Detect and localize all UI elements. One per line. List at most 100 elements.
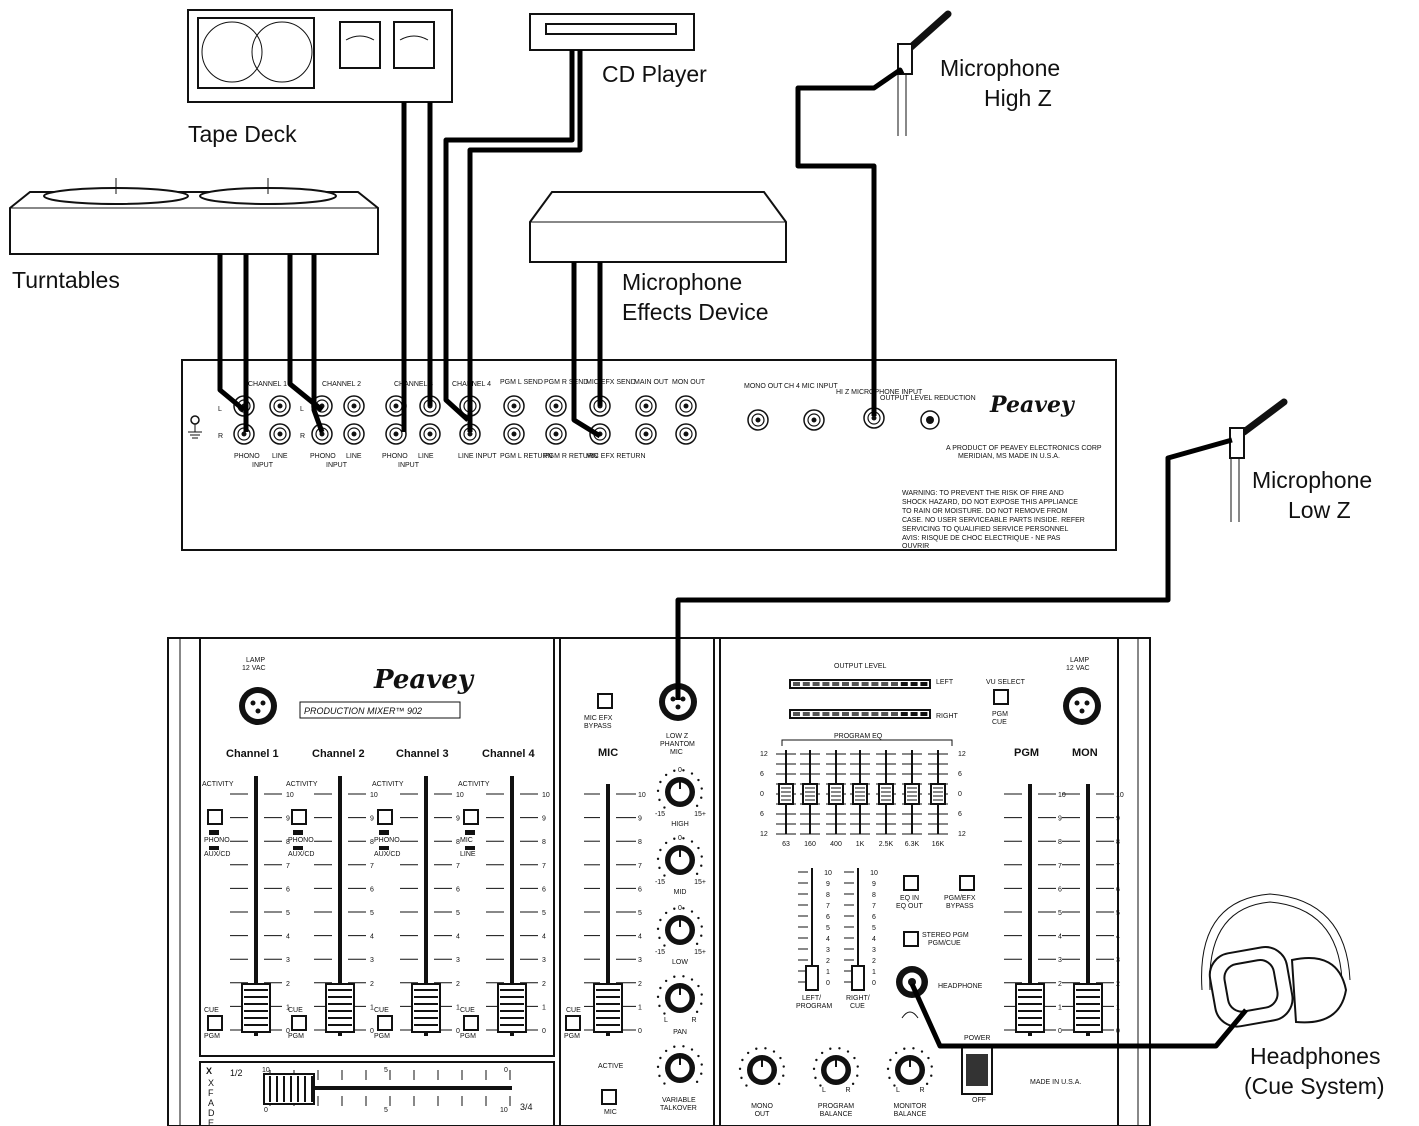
eq-fader-400[interactable] <box>826 750 846 835</box>
pgm-efx-bypass-button[interactable] <box>959 875 975 891</box>
front-panel-labels: LAMP 12 VAC Peavey PRODUCTION MIXER™ 902… <box>206 657 1098 1116</box>
rear-jack-bottom-3[interactable] <box>311 423 333 445</box>
rear-jack-bottom-9[interactable] <box>545 423 567 445</box>
meter-led <box>891 682 898 686</box>
stereo-pgm-button[interactable] <box>903 931 919 947</box>
eq-fader-2.5K[interactable] <box>876 750 896 835</box>
channel-2-fader-knob[interactable] <box>325 983 355 1033</box>
cue-button[interactable] <box>377 1015 393 1031</box>
activity-button[interactable] <box>463 809 479 825</box>
jack-center <box>467 431 473 437</box>
knob-dot <box>925 1082 929 1086</box>
small-fader-scale: 3 <box>826 947 830 954</box>
meter-led <box>900 682 908 686</box>
pgm-fader-knob[interactable] <box>1015 983 1045 1033</box>
channel-4-fader-knob[interactable] <box>497 983 527 1033</box>
eq-fader-160[interactable] <box>800 750 820 835</box>
rear-jack-top-4[interactable] <box>343 395 365 417</box>
lamp-connector-left[interactable] <box>239 687 277 725</box>
eq-fader-1K[interactable] <box>850 750 870 835</box>
eq-low-knob[interactable] <box>656 907 703 947</box>
power-switch[interactable] <box>961 1045 993 1095</box>
rear-pgm-l-return: PGM L RETURN <box>500 453 553 460</box>
activity-button[interactable] <box>207 809 223 825</box>
small-fader-scale: 6 <box>872 914 876 921</box>
cue-button[interactable] <box>291 1015 307 1031</box>
xfade-letter: D <box>208 1108 215 1118</box>
cable-cd-l <box>443 50 575 422</box>
knob-dot <box>656 995 660 999</box>
knob-dot <box>673 769 676 772</box>
source-indicator-icon <box>465 846 475 850</box>
hi-z-mic-input-jack[interactable] <box>863 407 885 429</box>
lamp-connector-right[interactable] <box>1063 687 1101 725</box>
rear-jack-bottom-4[interactable] <box>343 423 365 445</box>
rear-jack-top-12[interactable] <box>675 395 697 417</box>
product-name: PRODUCTION MIXER™ 902 <box>304 706 422 716</box>
headphone-jack[interactable] <box>896 966 928 998</box>
mono-out-knob[interactable] <box>738 1047 785 1087</box>
rear-jack-top-9[interactable] <box>545 395 567 417</box>
knob-dot <box>851 1082 855 1086</box>
rear-jack-bottom-2[interactable] <box>269 423 291 445</box>
eq-fader-16K[interactable] <box>928 750 948 835</box>
mono-out-jack[interactable] <box>747 409 769 431</box>
meter-led <box>812 712 820 716</box>
ch4-mic-input-jack[interactable] <box>803 409 825 431</box>
crossfader-knob[interactable] <box>263 1073 315 1105</box>
rear-jack-bottom-5[interactable] <box>385 423 407 445</box>
vu-select-button[interactable] <box>993 689 1009 705</box>
rear-jack-bottom-11[interactable] <box>635 423 657 445</box>
jack-center <box>241 431 247 437</box>
monitor-balance-knob[interactable] <box>886 1047 933 1087</box>
low-z-phantom-mic-input[interactable] <box>659 683 697 721</box>
eq-high-knob[interactable] <box>656 769 703 809</box>
master-scale-label: 3 <box>1116 957 1120 964</box>
knob-dot <box>700 993 703 996</box>
rear-jack-bottom-7[interactable] <box>459 423 481 445</box>
channel-1-fader-knob[interactable] <box>241 983 271 1033</box>
rear-jack-bottom-8[interactable] <box>503 423 525 445</box>
small-fader-scale: 9 <box>872 881 876 888</box>
small-fader-scale: 2 <box>826 958 830 965</box>
mon-title: MON <box>1072 747 1098 759</box>
jack-center <box>351 403 357 409</box>
eq-fader-6.3K[interactable] <box>902 750 922 835</box>
fader-scale-label: 3 <box>286 957 290 964</box>
mic-fader-knob[interactable] <box>593 983 623 1033</box>
activity-button[interactable] <box>291 809 307 825</box>
eq-in-out-button[interactable] <box>903 875 919 891</box>
pgm-efx-label: PGM/EFX <box>944 895 976 902</box>
bottom-knob-label-1: PROGRAM <box>818 1103 854 1110</box>
cue-button[interactable] <box>463 1015 479 1031</box>
eq-pan-knob[interactable] <box>656 975 703 1015</box>
rear-jack-bottom-12[interactable] <box>675 423 697 445</box>
mic-cue-button[interactable] <box>565 1015 581 1031</box>
knob-dot <box>856 1065 859 1068</box>
fader-scale-label: 10 <box>456 792 464 799</box>
eq-mid-knob[interactable] <box>656 837 703 877</box>
rear-mono-out: MONO OUT <box>744 383 783 390</box>
fader-scale-label: 1 <box>370 1004 374 1011</box>
rear-jack-top-6[interactable] <box>419 395 441 417</box>
eq-freq-label: 1K <box>856 841 865 848</box>
meter-led <box>881 682 889 686</box>
cue-button[interactable] <box>207 1015 223 1031</box>
program-balance-knob[interactable] <box>812 1047 859 1087</box>
eq-fader-63[interactable] <box>776 750 796 835</box>
activity-button[interactable] <box>377 809 393 825</box>
rear-warning-7: OUVRIR <box>902 543 929 550</box>
active-mic-button[interactable] <box>601 1089 617 1105</box>
mic-efx-bypass-button[interactable] <box>597 693 613 709</box>
pgm-label: PGM <box>460 1033 476 1040</box>
rear-jack-top-8[interactable] <box>503 395 525 417</box>
rear-jack-bottom-6[interactable] <box>419 423 441 445</box>
rear-jack-top-2[interactable] <box>269 395 291 417</box>
rear-jack-top-11[interactable] <box>635 395 657 417</box>
mon-fader-knob[interactable] <box>1073 983 1103 1033</box>
channel-3-fader-knob[interactable] <box>411 983 441 1033</box>
talkover-knob[interactable] <box>656 1045 703 1085</box>
